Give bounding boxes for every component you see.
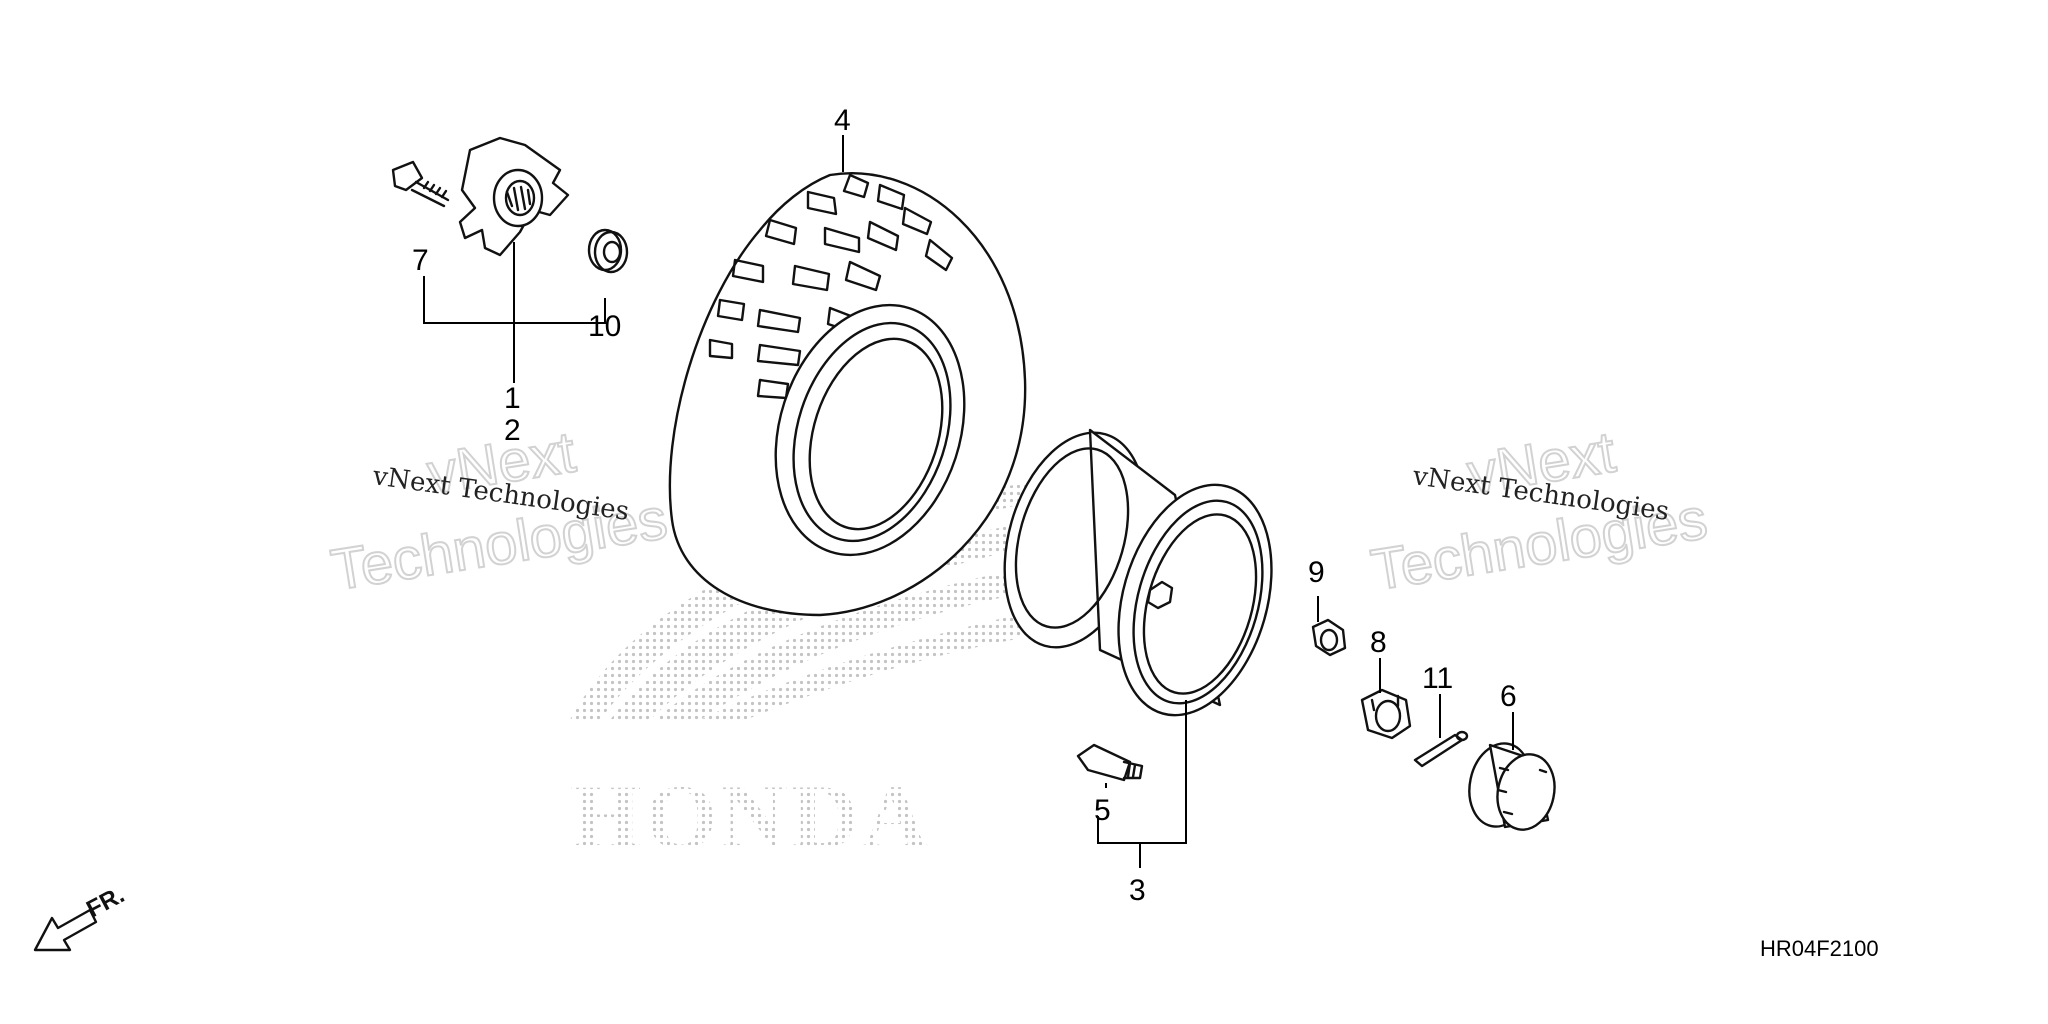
valve-part-5 [1076, 743, 1144, 782]
callout-8: 8 [1370, 626, 1387, 659]
bolt-part-7 [391, 160, 450, 208]
cotter-pin-part-11 [1413, 730, 1469, 768]
wheel-part-3 [1003, 428, 1273, 717]
callout-7: 7 [412, 244, 429, 277]
castle-nut-part-8 [1360, 688, 1412, 740]
callout-6: 6 [1500, 680, 1517, 713]
callout-9: 9 [1308, 556, 1325, 589]
hub-part-1 [458, 136, 570, 257]
leader-lines [423, 135, 1514, 868]
front-direction-arrow: FR. [33, 881, 129, 952]
callout-5: 5 [1094, 794, 1111, 827]
callout-2: 2 [504, 414, 521, 447]
callout-10: 10 [588, 310, 621, 343]
nut-part-9 [1311, 618, 1347, 657]
callout-11: 11 [1422, 662, 1453, 695]
honda-logo-text: HONDA [570, 766, 932, 868]
callout-4: 4 [834, 104, 851, 137]
nut-part-10 [587, 228, 629, 274]
diagram-code: HR04F2100 [1760, 936, 1879, 961]
callout-3: 3 [1129, 874, 1146, 907]
callout-1: 1 [504, 382, 521, 415]
cap-part-6 [1468, 742, 1556, 831]
tire-part-4 [668, 172, 1027, 617]
